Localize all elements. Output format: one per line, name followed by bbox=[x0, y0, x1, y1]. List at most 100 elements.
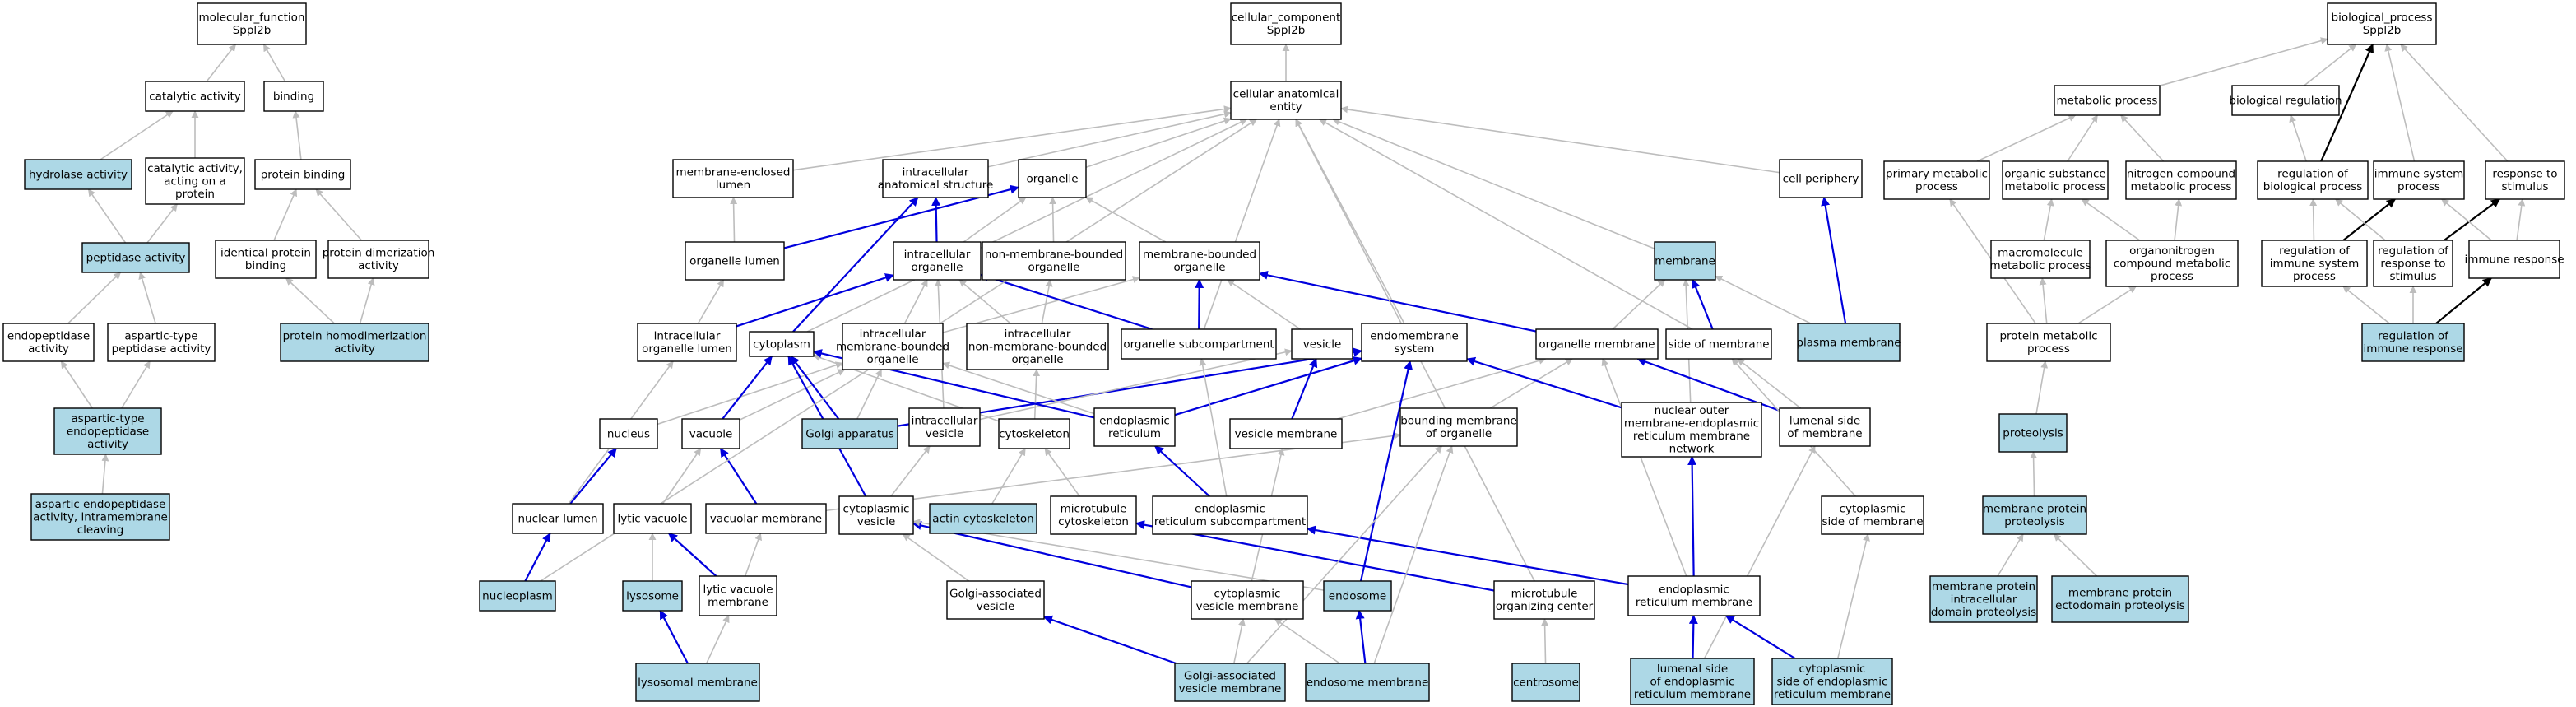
node-protbind[interactable]: protein binding bbox=[254, 159, 351, 190]
node-organelle[interactable]: organelle bbox=[1018, 159, 1087, 198]
node-peptidase[interactable]: peptidase activity bbox=[81, 242, 190, 273]
node-nuclumen[interactable]: nuclear lumen bbox=[512, 503, 604, 534]
edge-ersub-to-er bbox=[1154, 445, 1210, 497]
node-label-line: network bbox=[1669, 443, 1715, 456]
edge-intorg-to-ias bbox=[931, 196, 941, 243]
node-box bbox=[263, 81, 324, 112]
node-bioreg[interactable]: biological regulation bbox=[2229, 85, 2342, 116]
node-plasmamem[interactable]: plasma membrane bbox=[1796, 323, 1901, 362]
node-proteolysis[interactable]: proteolysis bbox=[1998, 413, 2068, 453]
node-metab[interactable]: metabolic process bbox=[2054, 85, 2161, 116]
node-nucleoplasm[interactable]: nucleoplasm bbox=[479, 580, 556, 612]
node-cytoskel[interactable]: cytoskeleton bbox=[998, 418, 1070, 449]
node-cellper[interactable]: cell periphery bbox=[1779, 159, 1863, 198]
node-orgsub[interactable]: organelle subcompartment bbox=[1121, 328, 1277, 360]
node-vesicle[interactable]: vesicle bbox=[1291, 328, 1353, 360]
node-lysosome[interactable]: lysosome bbox=[622, 580, 683, 612]
node-golgi[interactable]: Golgi apparatus bbox=[801, 418, 898, 449]
node-box bbox=[801, 418, 898, 449]
node-intnonmem[interactable]: intracellularnon-membrane-boundedorganel… bbox=[966, 323, 1109, 370]
node-label-line: reticulum membrane bbox=[1774, 688, 1891, 701]
node-orgmem[interactable]: organelle membrane bbox=[1535, 328, 1659, 360]
edge-endosomemem-to-cytovesmem bbox=[1274, 618, 1340, 664]
node-catalytic[interactable]: catalytic activity bbox=[145, 81, 245, 112]
node-hydrolase[interactable]: hydrolase activity bbox=[24, 159, 132, 190]
node-lysomem[interactable]: lysosomal membrane bbox=[635, 663, 760, 702]
node-endosomemem[interactable]: endosome membrane bbox=[1305, 663, 1430, 702]
node-label-line: membrane-bounded bbox=[1143, 249, 1256, 262]
node-actin[interactable]: actin cytoskeleton bbox=[929, 503, 1037, 534]
node-label-line: actin cytoskeleton bbox=[932, 512, 1033, 525]
node-membrane[interactable]: membrane bbox=[1654, 241, 1716, 281]
node-nucleus[interactable]: nucleus bbox=[599, 418, 658, 449]
node-sidemem[interactable]: side of membrane bbox=[1665, 328, 1772, 360]
node-vacuole[interactable]: vacuole bbox=[681, 418, 740, 449]
edge-memlumen-to-cae bbox=[792, 105, 1232, 171]
node-lyticvac[interactable]: lytic vacuole bbox=[613, 503, 692, 534]
node-binding[interactable]: binding bbox=[263, 81, 324, 112]
edge-cytoer-to-cytoside bbox=[1837, 533, 1870, 659]
node-orglumen[interactable]: organelle lumen bbox=[685, 241, 785, 281]
node-centrosome[interactable]: centrosome bbox=[1511, 663, 1580, 702]
node-vesmem[interactable]: vesicle membrane bbox=[1229, 418, 1343, 449]
node-cytoplasm[interactable]: cytoplasm bbox=[749, 331, 815, 357]
node-immresp[interactable]: immune response bbox=[2464, 240, 2564, 279]
node-label-line: endoplasmic bbox=[1659, 584, 1729, 597]
edge-bioreg-to-bp bbox=[2304, 44, 2357, 86]
node-nucouter[interactable]: nuclear outermembrane-endoplasmicreticul… bbox=[1621, 402, 1762, 458]
node-endosome[interactable]: endosome bbox=[1323, 580, 1392, 612]
node-vacmem[interactable]: vacuolar membrane bbox=[705, 503, 827, 534]
